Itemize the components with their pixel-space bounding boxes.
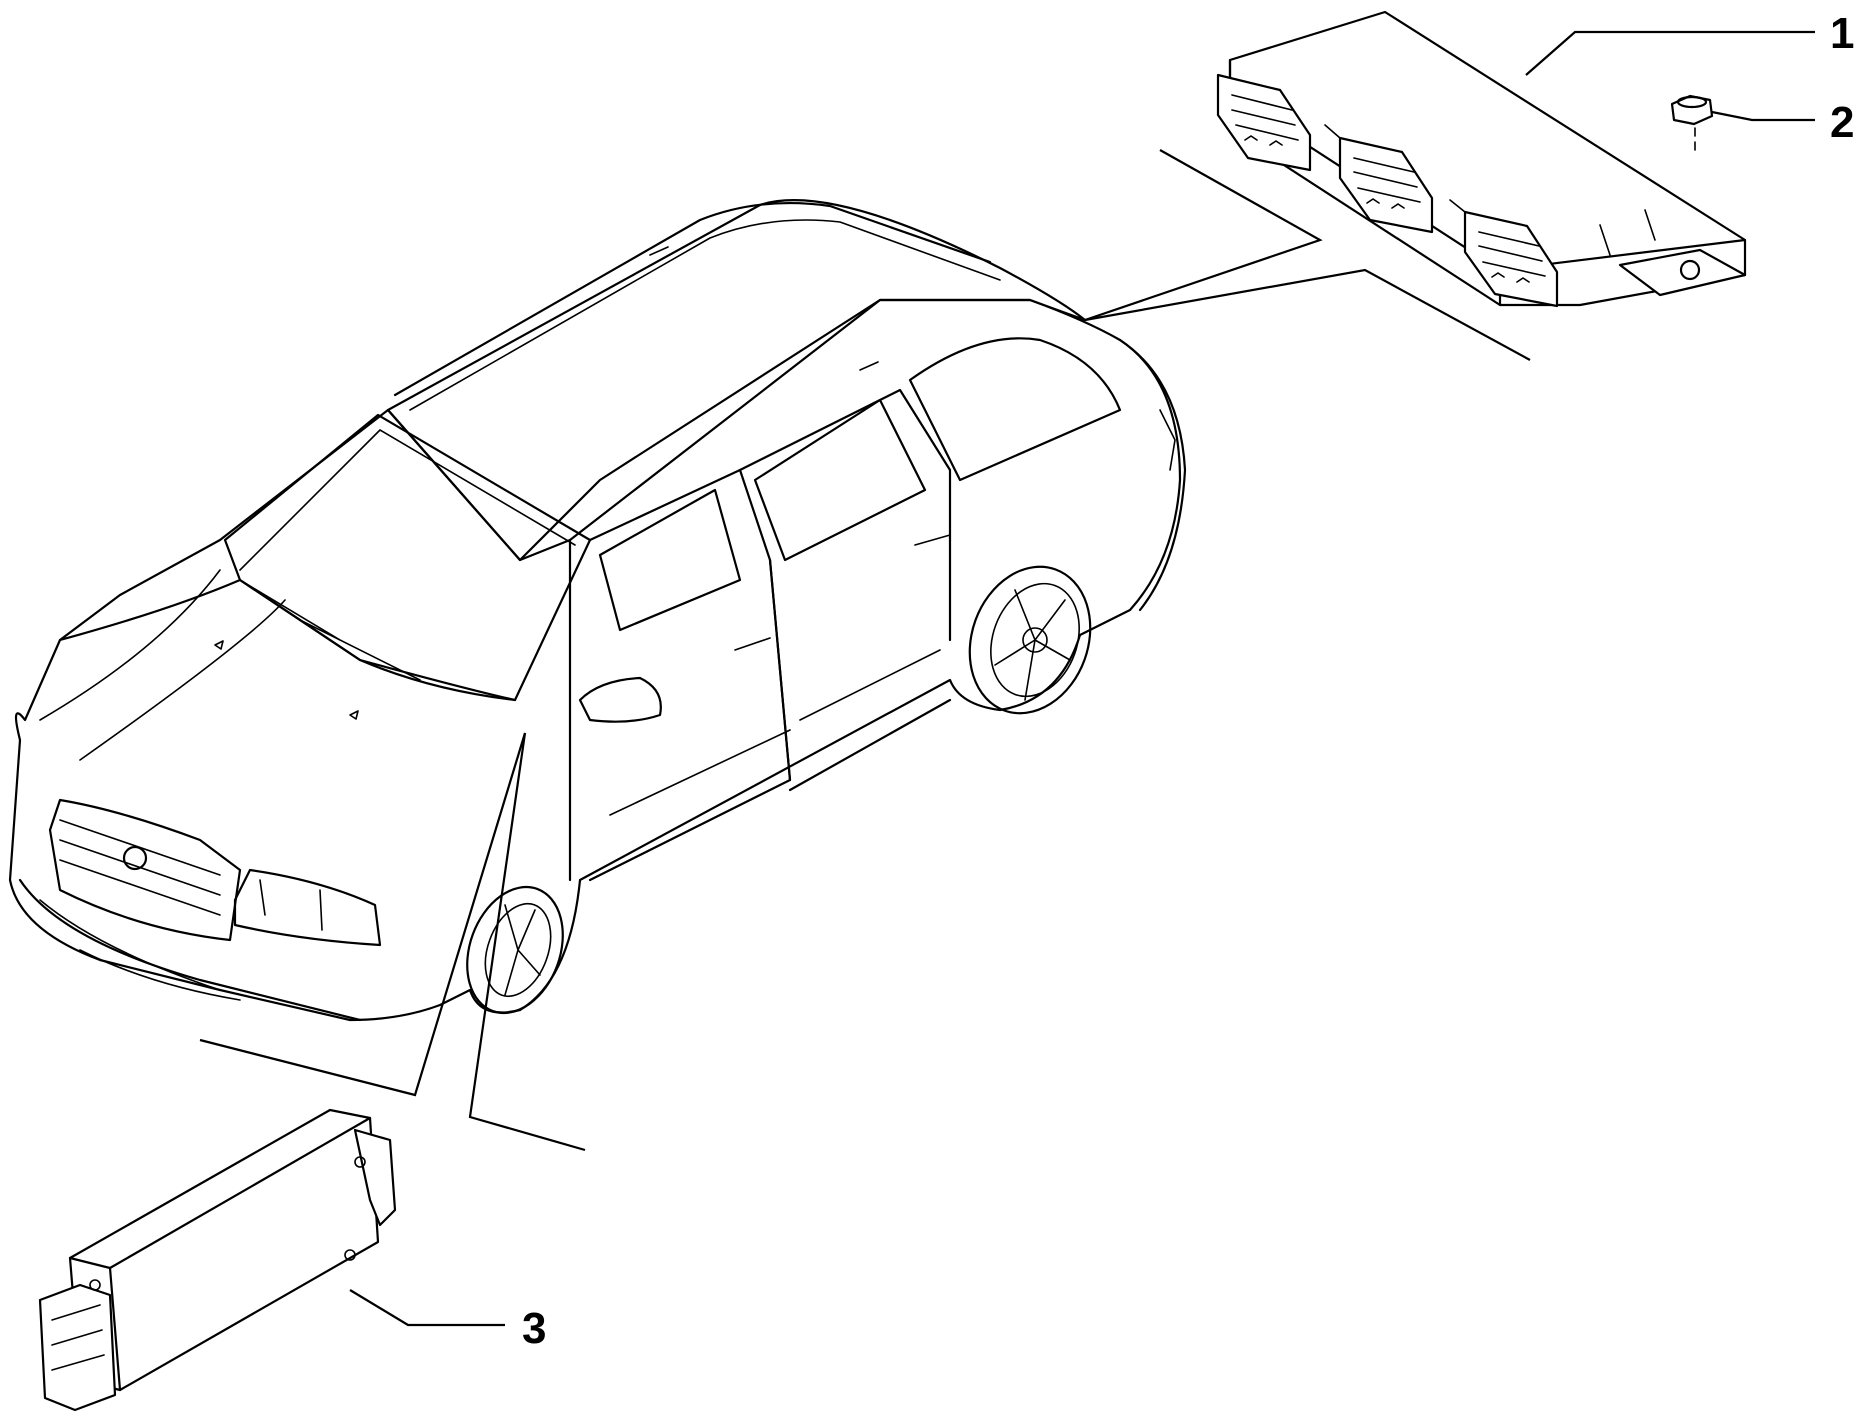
connector-icon [1463, 210, 1559, 308]
callout-label: 1 [1830, 9, 1854, 58]
leader-lines [199, 149, 1531, 1152]
callout-1: 1 [1525, 9, 1854, 76]
connector-icon [1338, 136, 1434, 234]
callout-label: 2 [1830, 98, 1854, 147]
callout-2: 2 [1711, 98, 1854, 147]
car-illustration [8, 199, 1187, 1022]
control-unit-module-icon [1216, 10, 1747, 308]
nut-icon [1670, 94, 1714, 151]
callout-3: 3 [349, 1289, 546, 1353]
callout-label: 3 [522, 1304, 546, 1353]
small-module-icon [38, 1108, 397, 1412]
connector-icon [1216, 73, 1312, 172]
